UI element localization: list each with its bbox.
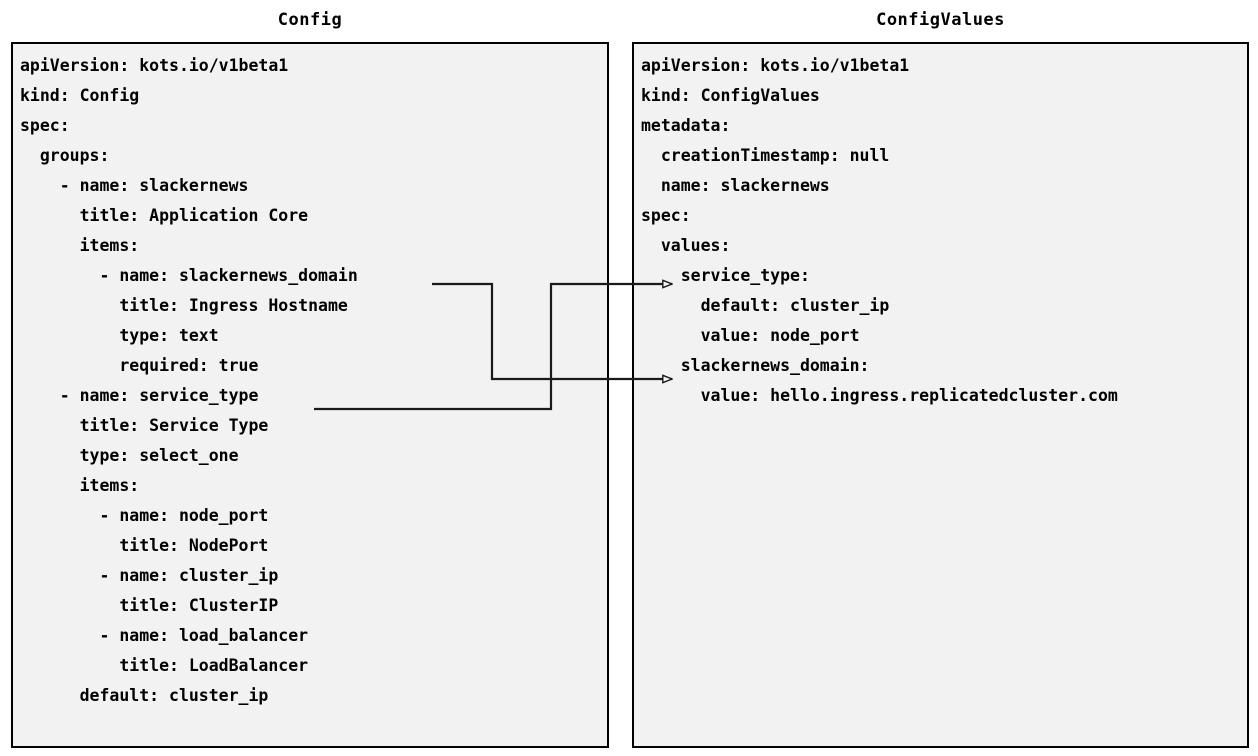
configvalues-yaml-line-6: values:	[641, 236, 731, 255]
config-yaml-line-17: - name: cluster_ip	[20, 566, 279, 585]
config-yaml-line-4: - name: slackernews	[20, 176, 249, 195]
config-yaml-line-21: default: cluster_ip	[20, 686, 269, 705]
config-yaml-line-19: - name: load_balancer	[20, 626, 309, 645]
configvalues-yaml-block: apiVersion: kots.io/v1beta1 kind: ConfigV…	[641, 51, 1118, 411]
config-yaml-line-11: - name: service_type	[20, 386, 259, 405]
config-yaml-line-14: items:	[20, 476, 140, 495]
config-yaml-block: apiVersion: kots.io/v1beta1 kind: Config s…	[20, 51, 358, 711]
config-yaml-line-9: type: text	[20, 326, 219, 345]
configvalues-yaml-line-0: apiVersion: kots.io/v1beta1	[641, 56, 910, 75]
configvalues-yaml-line-7: service_type:	[641, 266, 810, 285]
config-yaml-line-2: spec:	[20, 116, 70, 135]
config-yaml-line-12: title: Service Type	[20, 416, 269, 435]
config-yaml-line-13: type: select_one	[20, 446, 239, 465]
configvalues-yaml-line-4: name: slackernews	[641, 176, 830, 195]
panel-title-configvalues: ConfigValues	[876, 10, 1005, 30]
configvalues-yaml-line-8: default: cluster_ip	[641, 296, 890, 315]
config-yaml-line-6: items:	[20, 236, 140, 255]
config-yaml-line-10: required: true	[20, 356, 259, 375]
panel-title-config: Config	[277, 10, 343, 30]
config-panel: apiVersion: kots.io/v1beta1 kind: Config s…	[11, 42, 609, 748]
config-yaml-line-0: apiVersion: kots.io/v1beta1	[20, 56, 289, 75]
configvalues-yaml-line-1: kind: ConfigValues	[641, 86, 820, 105]
config-yaml-line-15: - name: node_port	[20, 506, 269, 525]
config-yaml-line-20: title: LoadBalancer	[20, 656, 309, 675]
configvalues-yaml-line-2: metadata:	[641, 116, 731, 135]
configvalues-yaml-line-9: value: node_port	[641, 326, 860, 345]
config-yaml-line-3: groups:	[20, 146, 110, 165]
config-yaml-line-16: title: NodePort	[20, 536, 269, 555]
configvalues-yaml-line-5: spec:	[641, 206, 691, 225]
config-yaml-line-18: title: ClusterIP	[20, 596, 279, 615]
config-yaml-line-7: - name: slackernews_domain	[20, 266, 358, 285]
configvalues-yaml-line-3: creationTimestamp: null	[641, 146, 890, 165]
config-yaml-line-1: kind: Config	[20, 86, 140, 105]
config-yaml-line-8: title: Ingress Hostname	[20, 296, 348, 315]
config-yaml-line-5: title: Application Core	[20, 206, 309, 225]
configvalues-yaml-line-10: slackernews_domain:	[641, 356, 870, 375]
configvalues-panel: apiVersion: kots.io/v1beta1 kind: ConfigV…	[632, 42, 1249, 748]
configvalues-yaml-line-11: value: hello.ingress.replicatedcluster.c…	[641, 386, 1118, 405]
